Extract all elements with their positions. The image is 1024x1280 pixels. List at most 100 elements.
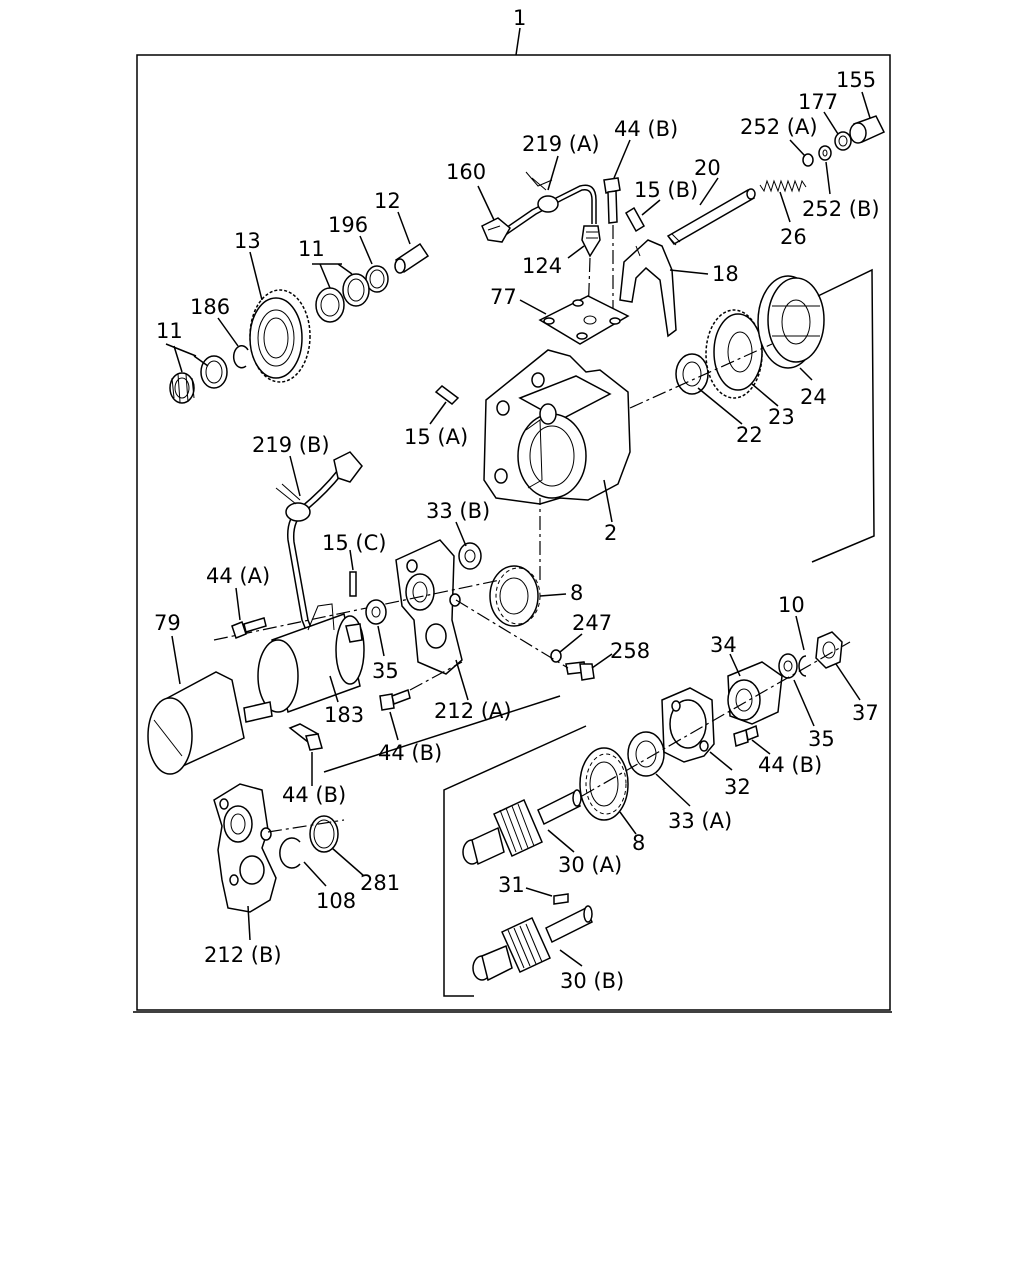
bolt-258 xyxy=(565,661,595,681)
switch-124 xyxy=(581,225,601,258)
label-12: 12 xyxy=(374,189,401,213)
label-32: 32 xyxy=(724,775,751,799)
label-18: 18 xyxy=(712,262,739,286)
axis-gear-stack xyxy=(629,343,773,409)
leader-35-right xyxy=(793,679,815,727)
pin-15a xyxy=(434,385,460,405)
leader-26 xyxy=(779,191,791,223)
leader-212b xyxy=(247,905,251,941)
leader-2 xyxy=(603,479,613,523)
leader-34 xyxy=(729,653,741,677)
label-281: 281 xyxy=(360,871,400,895)
leader-160 xyxy=(477,185,495,221)
axis-212b xyxy=(267,819,345,833)
label-30a: 30 (A) xyxy=(558,853,622,877)
leader-212a xyxy=(455,659,469,701)
label-79: 79 xyxy=(154,611,181,635)
label-15c: 15 (C) xyxy=(322,531,386,555)
leader-247 xyxy=(559,633,583,653)
label-252a: 252 (A) xyxy=(740,115,818,139)
leader-44a xyxy=(235,587,241,621)
label-33a: 33 (A) xyxy=(668,809,732,833)
leader-44b-top xyxy=(613,139,631,179)
washer-35-left xyxy=(365,599,387,625)
leader-13 xyxy=(249,251,263,301)
leader-79 xyxy=(171,635,181,685)
label-44b-right: 44 (B) xyxy=(758,753,822,777)
leader-10 xyxy=(795,615,805,651)
bolt-44b-top xyxy=(603,177,621,224)
gear-23 xyxy=(705,309,763,399)
leader-35-left xyxy=(377,625,385,657)
assembly-frame xyxy=(136,54,891,1011)
shaft-30b xyxy=(472,905,593,982)
ring-281 xyxy=(309,815,339,853)
label-24: 24 xyxy=(800,385,827,409)
leader-15a xyxy=(429,401,447,425)
leader-15c xyxy=(349,549,354,571)
label-10: 10 xyxy=(778,593,805,617)
label-8-low: 8 xyxy=(632,831,645,855)
leader-8-top xyxy=(539,593,567,597)
leader-177 xyxy=(823,111,839,135)
shift-fork-18 xyxy=(619,239,677,338)
label-13: 13 xyxy=(234,229,261,253)
adapter-plate-212b xyxy=(213,783,277,913)
label-44b-top: 44 (B) xyxy=(614,117,678,141)
label-160: 160 xyxy=(446,160,486,184)
bearing-11-top xyxy=(315,273,370,323)
leader-33b xyxy=(455,521,467,547)
snap-ring-10 xyxy=(798,655,807,677)
bolt-44b-low xyxy=(288,723,323,751)
label-247: 247 xyxy=(572,611,612,635)
leader-77 xyxy=(519,299,547,315)
shaft-20 xyxy=(666,188,756,246)
cover-79 xyxy=(147,671,273,775)
bracket-shafts xyxy=(443,725,587,997)
label-186: 186 xyxy=(190,295,230,319)
label-219a: 219 (A) xyxy=(522,132,600,156)
leader-30a xyxy=(547,829,575,853)
axis-bolt-258 xyxy=(455,599,569,669)
seal-33b xyxy=(458,542,482,570)
pin-15b xyxy=(624,206,646,233)
seal-22 xyxy=(675,353,709,395)
label-35-right: 35 xyxy=(808,727,835,751)
harness-219a xyxy=(499,171,597,237)
pin-15c xyxy=(349,571,357,597)
washer-252b xyxy=(818,145,832,161)
spring-26 xyxy=(759,179,807,193)
label-23: 23 xyxy=(768,405,795,429)
leader-124 xyxy=(567,245,585,259)
leader-219a xyxy=(547,155,559,191)
ring-177 xyxy=(834,131,852,151)
leader-37 xyxy=(835,663,861,701)
label-15a: 15 (A) xyxy=(404,425,468,449)
bolt-44b-mid xyxy=(379,689,411,711)
leader-44b-mid xyxy=(389,711,399,741)
shaft-30a xyxy=(462,789,582,866)
leader-11-top xyxy=(312,263,353,289)
snap-ring-186 xyxy=(232,345,249,369)
leader-12 xyxy=(397,211,411,245)
label-44a: 44 (A) xyxy=(206,564,270,588)
leader-8-low xyxy=(619,811,637,835)
bearing-8-top xyxy=(489,565,541,627)
connector-160 xyxy=(481,217,511,243)
nut-37 xyxy=(815,631,843,669)
label-258: 258 xyxy=(610,639,650,663)
label-196: 196 xyxy=(328,213,368,237)
label-8-top: 8 xyxy=(570,581,583,605)
leader-23 xyxy=(751,383,779,407)
axis-right-bracket xyxy=(811,268,875,563)
label-108: 108 xyxy=(316,889,356,913)
axis-right-cluster xyxy=(581,641,851,797)
label-22: 22 xyxy=(736,423,763,447)
leader-20 xyxy=(699,177,719,206)
leader-252a xyxy=(789,139,806,157)
label-77: 77 xyxy=(490,285,517,309)
axis-lower-leader xyxy=(323,695,561,773)
label-11-top: 11 xyxy=(298,237,325,261)
label-34: 34 xyxy=(710,633,737,657)
